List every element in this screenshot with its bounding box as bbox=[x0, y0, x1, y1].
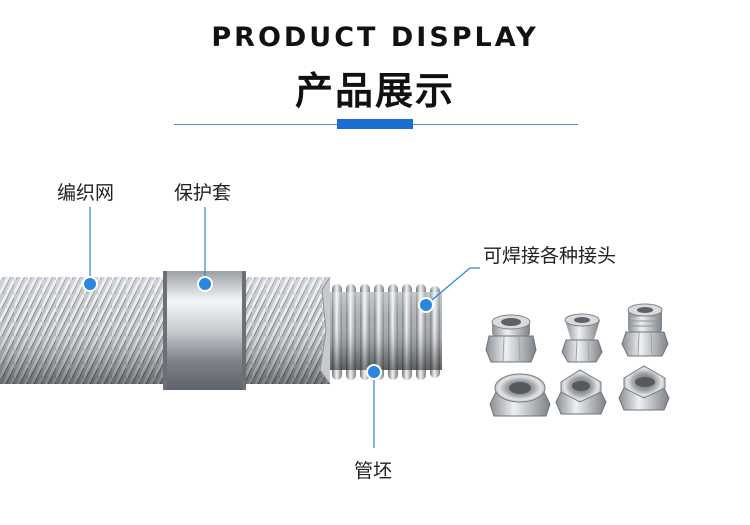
page-title-chinese: 产品展示 bbox=[294, 69, 455, 113]
fitting-threaded-nipple bbox=[621, 303, 669, 357]
fitting-hex-nipple-1 bbox=[485, 314, 537, 363]
fitting-hex-nut-1 bbox=[489, 373, 551, 417]
callout-braided-mesh bbox=[82, 207, 98, 292]
page-title-english: PRODUCT DISPLAY bbox=[211, 22, 539, 53]
label-braided-mesh: 编织网 bbox=[57, 182, 115, 204]
fitting-hex-nut-2 bbox=[555, 369, 607, 415]
callout-protective-sleeve bbox=[197, 207, 213, 292]
label-weldable-fittings: 可焊接各种接头 bbox=[483, 245, 617, 267]
callout-tube-blank bbox=[366, 364, 382, 448]
fitting-tapered-nipple bbox=[561, 313, 603, 363]
callout-weldable-fittings bbox=[418, 267, 480, 313]
fittings-group bbox=[485, 303, 670, 417]
label-tube-blank: 管坯 bbox=[354, 460, 393, 482]
label-protective-sleeve: 保护套 bbox=[174, 182, 232, 204]
corrugated-tube-blank bbox=[330, 284, 442, 380]
protective-sleeve bbox=[163, 271, 246, 390]
fitting-hex-nut-3 bbox=[618, 365, 670, 411]
title-divider-accent bbox=[337, 119, 413, 129]
